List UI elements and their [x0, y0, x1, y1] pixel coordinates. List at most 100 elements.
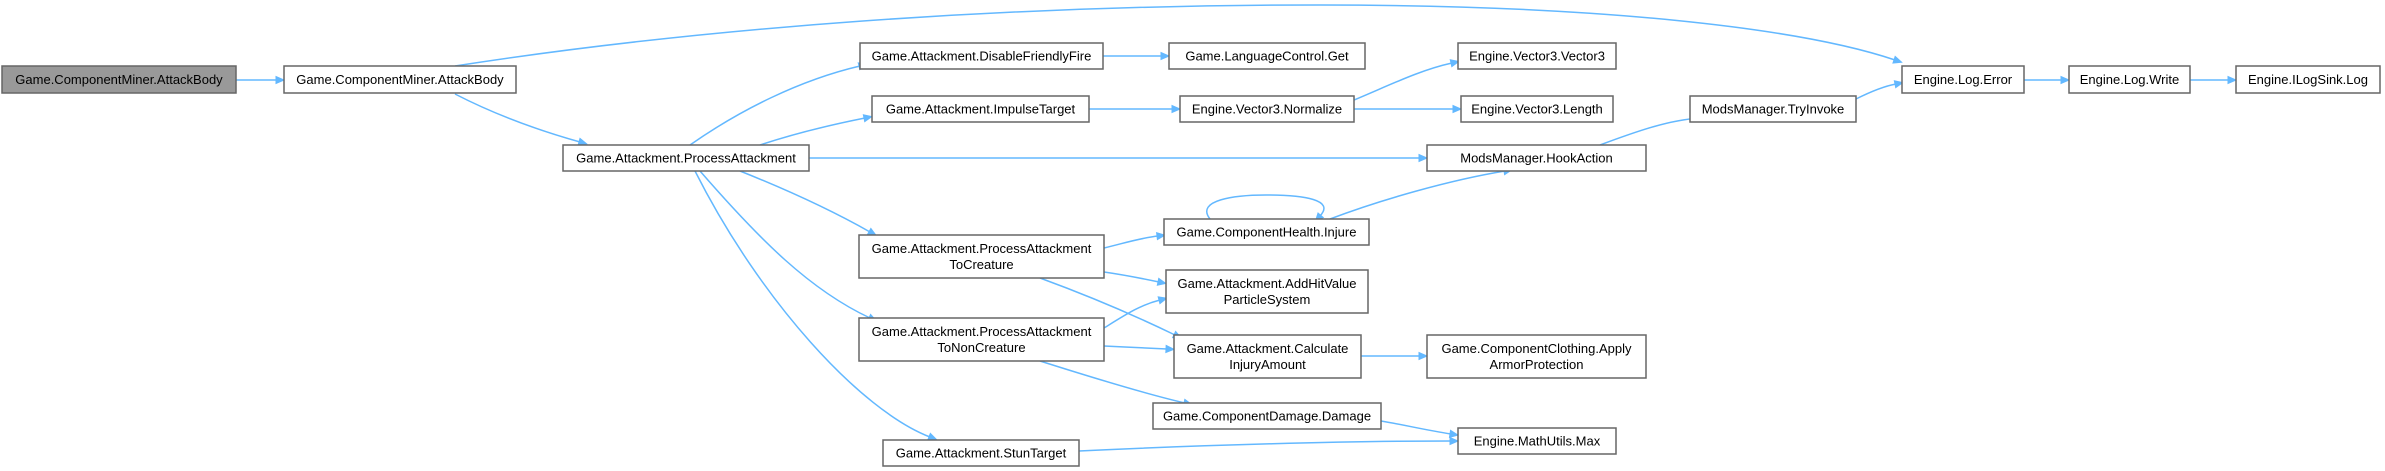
- edge-stun-to-mathmax: [1078, 436, 1460, 452]
- edge-tononcreature-to-calcinjury: [1103, 344, 1176, 354]
- edge-impulse-to-normalize: [1089, 104, 1182, 114]
- edge-arrowhead: [1452, 104, 1463, 114]
- node-cm-attack[interactable]: Game.ComponentMiner.AttackBody: [283, 65, 517, 94]
- node-box: [1152, 402, 1382, 430]
- node-box: [1168, 42, 1366, 70]
- node-label: ArmorProtection: [1490, 357, 1584, 372]
- edge-line: [1039, 277, 1176, 336]
- edge-arrowhead: [862, 114, 874, 123]
- node-box: [858, 317, 1105, 362]
- edge-process-to-hookaction: [809, 153, 1429, 163]
- edge-arrowhead: [1418, 351, 1429, 361]
- edge-arrowhead: [1165, 344, 1176, 354]
- node-tocreature[interactable]: Game.Attackment.ProcessAttackmentToCreat…: [858, 234, 1105, 279]
- edge-line: [694, 170, 931, 438]
- node-root[interactable]: Game.ComponentMiner.AttackBody: [1, 65, 237, 94]
- node-box: [1457, 42, 1617, 70]
- edge-logwrite-to-ilogsink: [2190, 75, 2238, 85]
- node-label: ParticleSystem: [1224, 292, 1311, 307]
- edge-process-to-tocreature: [739, 170, 878, 237]
- node-label: Engine.Log.Write: [2080, 72, 2180, 87]
- node-vec3[interactable]: Engine.Vector3.Vector3: [1457, 42, 1617, 70]
- node-impulse[interactable]: Game.Attackment.ImpulseTarget: [871, 95, 1090, 123]
- edge-line: [1078, 440, 1452, 452]
- node-vec3len[interactable]: Engine.Vector3.Length: [1460, 95, 1614, 123]
- node-process[interactable]: Game.Attackment.ProcessAttackment: [562, 144, 810, 172]
- edge-line: [1599, 117, 1701, 146]
- edge-line: [1039, 360, 1186, 404]
- node-mathmax[interactable]: Engine.MathUtils.Max: [1457, 427, 1617, 455]
- node-label: Game.Attackment.StunTarget: [896, 446, 1067, 461]
- node-label: InjuryAmount: [1229, 357, 1306, 372]
- node-logwrite[interactable]: Engine.Log.Write: [2068, 65, 2191, 94]
- node-stun[interactable]: Game.Attackment.StunTarget: [882, 439, 1080, 467]
- edge-line: [1380, 420, 1452, 435]
- node-armor[interactable]: Game.ComponentClothing.ApplyArmorProtect…: [1426, 334, 1647, 379]
- node-box: [871, 95, 1090, 123]
- edge-arrowhead: [1449, 436, 1460, 446]
- node-normalize[interactable]: Engine.Vector3.Normalize: [1179, 95, 1355, 123]
- node-box: [1173, 334, 1362, 379]
- edge-layer: [236, 4, 2238, 452]
- edge-cm_attack-to-process: [454, 93, 588, 146]
- node-label: Game.ComponentClothing.Apply: [1441, 341, 1632, 356]
- node-label: ModsManager.HookAction: [1460, 151, 1612, 166]
- node-label: Engine.ILogSink.Log: [2248, 72, 2368, 87]
- edge-tocreature-to-injure: [1103, 231, 1167, 249]
- node-label: Game.ComponentMiner.AttackBody: [296, 72, 504, 87]
- edge-line: [699, 170, 871, 319]
- node-label: Game.Attackment.DisableFriendlyFire: [872, 49, 1092, 64]
- edge-process-to-disable: [689, 62, 869, 146]
- edge-tocreature-to-addhit: [1103, 271, 1168, 286]
- edge-arrowhead: [577, 137, 588, 146]
- node-box: [1457, 427, 1617, 455]
- node-tononcreature[interactable]: Game.Attackment.ProcessAttackmentToNonCr…: [858, 317, 1105, 362]
- node-box: [858, 234, 1105, 279]
- edge-tononcreature-to-damage: [1039, 360, 1194, 407]
- edge-injure-to-injure: [1206, 194, 1325, 223]
- node-langget[interactable]: Game.LanguageControl.Get: [1168, 42, 1366, 70]
- node-tryinvoke[interactable]: ModsManager.TryInvoke: [1689, 95, 1857, 123]
- node-label: Engine.Vector3.Normalize: [1192, 102, 1342, 117]
- edge-calcinjury-to-armor: [1361, 351, 1429, 361]
- node-box: [1179, 95, 1355, 123]
- node-label: ModsManager.TryInvoke: [1702, 102, 1845, 117]
- node-box: [1901, 65, 2025, 94]
- node-label: Game.LanguageControl.Get: [1185, 49, 1349, 64]
- node-label: ToNonCreature: [937, 340, 1025, 355]
- node-label: Engine.Vector3.Length: [1471, 102, 1603, 117]
- edge-line: [1103, 345, 1168, 350]
- edge-arrowhead: [1892, 55, 1903, 64]
- node-label: Engine.Vector3.Vector3: [1469, 49, 1605, 64]
- edge-cm_attack-to-logerror: [454, 4, 1903, 67]
- node-box: [1426, 334, 1647, 379]
- edge-injure-to-hookaction: [1329, 167, 1514, 220]
- node-label: Engine.MathUtils.Max: [1474, 434, 1601, 449]
- node-hookaction[interactable]: ModsManager.HookAction: [1426, 144, 1647, 172]
- node-injure[interactable]: Game.ComponentHealth.Injure: [1163, 218, 1370, 246]
- edge-arrowhead: [1160, 51, 1171, 61]
- edge-process-to-stun: [694, 170, 938, 441]
- edge-normalize-to-vec3len: [1354, 104, 1463, 114]
- edge-root-to-cm_attack: [236, 75, 286, 85]
- node-damage[interactable]: Game.ComponentDamage.Damage: [1152, 402, 1382, 430]
- node-logerror[interactable]: Engine.Log.Error: [1901, 65, 2025, 94]
- node-box: [859, 42, 1104, 70]
- node-disable[interactable]: Game.Attackment.DisableFriendlyFire: [859, 42, 1104, 70]
- edge-logerror-to-logwrite: [2024, 75, 2071, 85]
- edge-process-to-tononcreature: [699, 170, 878, 322]
- edge-arrowhead: [1171, 104, 1182, 114]
- node-ilogsink[interactable]: Engine.ILogSink.Log: [2235, 65, 2381, 94]
- edge-disable-to-langget: [1103, 51, 1171, 61]
- node-box: [1165, 269, 1369, 314]
- edge-line: [1206, 194, 1325, 220]
- edge-arrowhead: [1448, 429, 1460, 438]
- edge-line: [689, 65, 861, 146]
- edge-arrowhead: [1893, 80, 1905, 89]
- node-box: [2235, 65, 2381, 94]
- node-addhit[interactable]: Game.Attackment.AddHitValueParticleSyste…: [1165, 269, 1369, 314]
- node-label: Game.ComponentDamage.Damage: [1163, 409, 1371, 424]
- node-box: [882, 439, 1080, 467]
